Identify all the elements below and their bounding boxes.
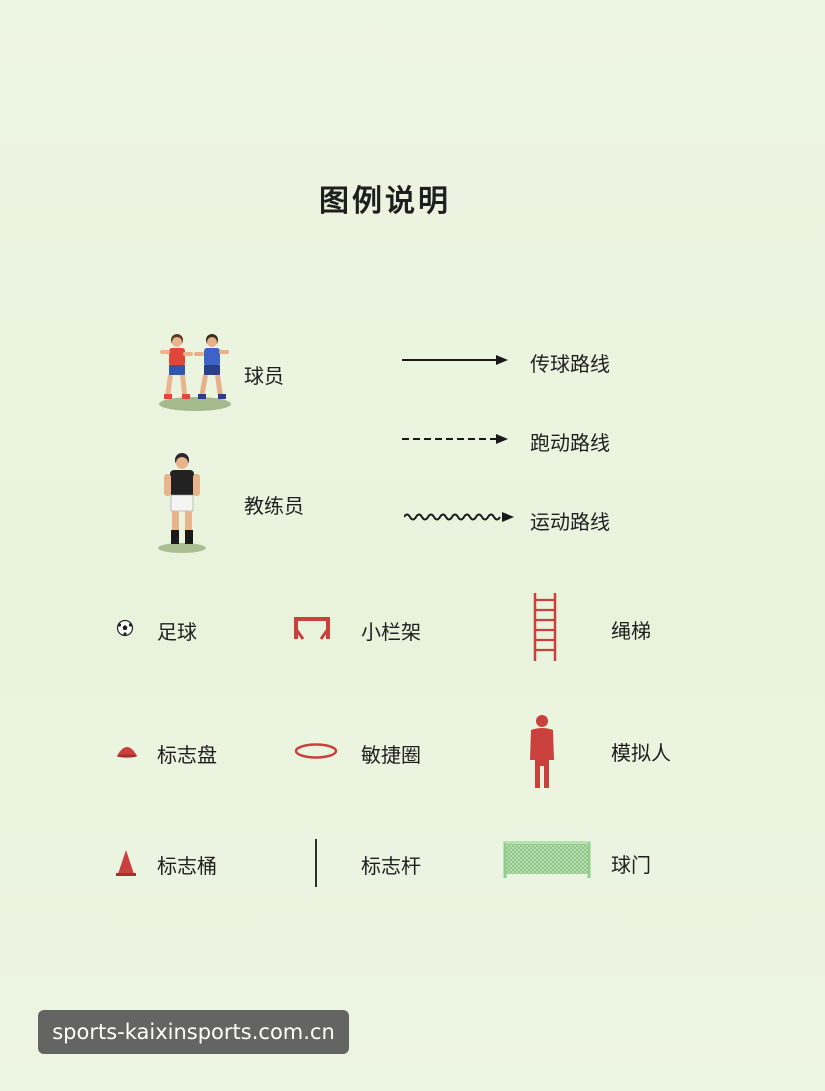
goal-label: 球门 <box>611 853 651 877</box>
move-route-label: 运动路线 <box>530 510 610 534</box>
hurdle-icon <box>294 617 330 640</box>
coach-icon <box>158 453 206 553</box>
pole-label: 标志杆 <box>361 854 421 878</box>
watermark: sports-kaixinsports.com.cn <box>38 1010 349 1054</box>
goal-icon <box>503 841 591 878</box>
ladder-label: 绳梯 <box>611 619 651 643</box>
cone-icon <box>116 850 136 876</box>
ladder-icon <box>533 593 557 661</box>
disc-icon <box>117 747 137 758</box>
pass-arrow-icon <box>402 355 508 365</box>
dummy-icon <box>530 715 554 788</box>
pole-icon <box>315 839 317 887</box>
disc-label: 标志盘 <box>157 743 217 767</box>
ring-icon <box>294 743 338 759</box>
ring-label: 敏捷圈 <box>361 743 421 767</box>
coach-label: 教练员 <box>244 494 304 518</box>
pass-route-label: 传球路线 <box>530 352 610 376</box>
players-label: 球员 <box>244 364 284 388</box>
page-title: 图例说明 <box>319 184 451 219</box>
move-arrow-icon <box>404 512 514 522</box>
cone-label: 标志桶 <box>157 854 217 878</box>
run-arrow-icon <box>402 434 508 444</box>
players-icon <box>159 334 231 411</box>
ball-label: 足球 <box>157 620 197 644</box>
hurdle-label: 小栏架 <box>361 620 421 644</box>
ball-icon <box>116 619 134 637</box>
run-route-label: 跑动路线 <box>530 431 610 455</box>
dummy-label: 模拟人 <box>611 741 671 765</box>
